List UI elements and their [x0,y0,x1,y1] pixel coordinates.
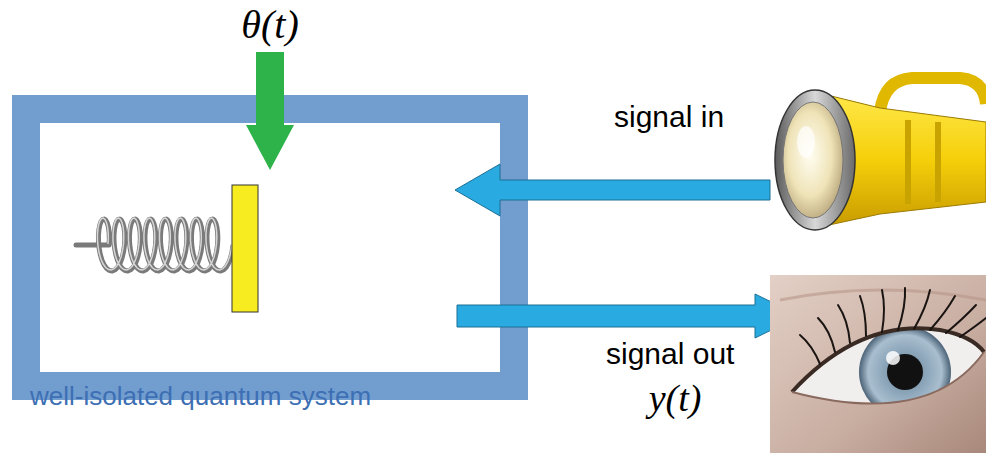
parameter-arrow [246,52,294,170]
flashlight-picture [783,102,843,218]
parameter-name: θ(t) [241,2,298,48]
spring-symbol [76,218,233,271]
flashlight-picture [797,126,815,158]
eye-picture [800,335,820,364]
eye-picture [860,296,866,336]
eye-picture [792,328,984,392]
eye-picture [886,351,900,365]
eye-picture [914,290,930,329]
flashlight-picture [905,120,911,204]
spring-symbol [76,243,109,248]
eye-picture [838,305,850,343]
flashlight-picture [775,90,855,230]
flashlight-picture [775,78,986,230]
system-caption: well-isolated quantum system [30,382,371,412]
signal-out-arrow [457,294,800,338]
eye-picture [800,288,986,364]
eye-picture [930,296,955,330]
signal-in-arrow [455,164,770,216]
signal-in-arrow [455,164,770,216]
eye-picture [770,275,986,453]
signal-label: signal in [614,100,724,135]
mirror [232,185,258,312]
spring-symbol [98,219,233,271]
spring-symbol [97,218,232,270]
flashlight-picture [935,122,941,202]
eye-picture [818,318,835,352]
signal-name: y(t) [649,377,702,421]
mirror [232,185,258,312]
eye-picture [898,288,905,330]
eye-picture [882,290,884,332]
parameter-arrow [246,52,294,170]
eye-picture [770,275,986,453]
eye-picture [960,318,986,337]
signal-out-arrow [457,294,800,338]
signal-label: signal out [606,337,734,372]
eye-picture [792,352,984,404]
flashlight-picture [880,78,986,112]
system-box: well-isolated quantum system [12,95,528,400]
